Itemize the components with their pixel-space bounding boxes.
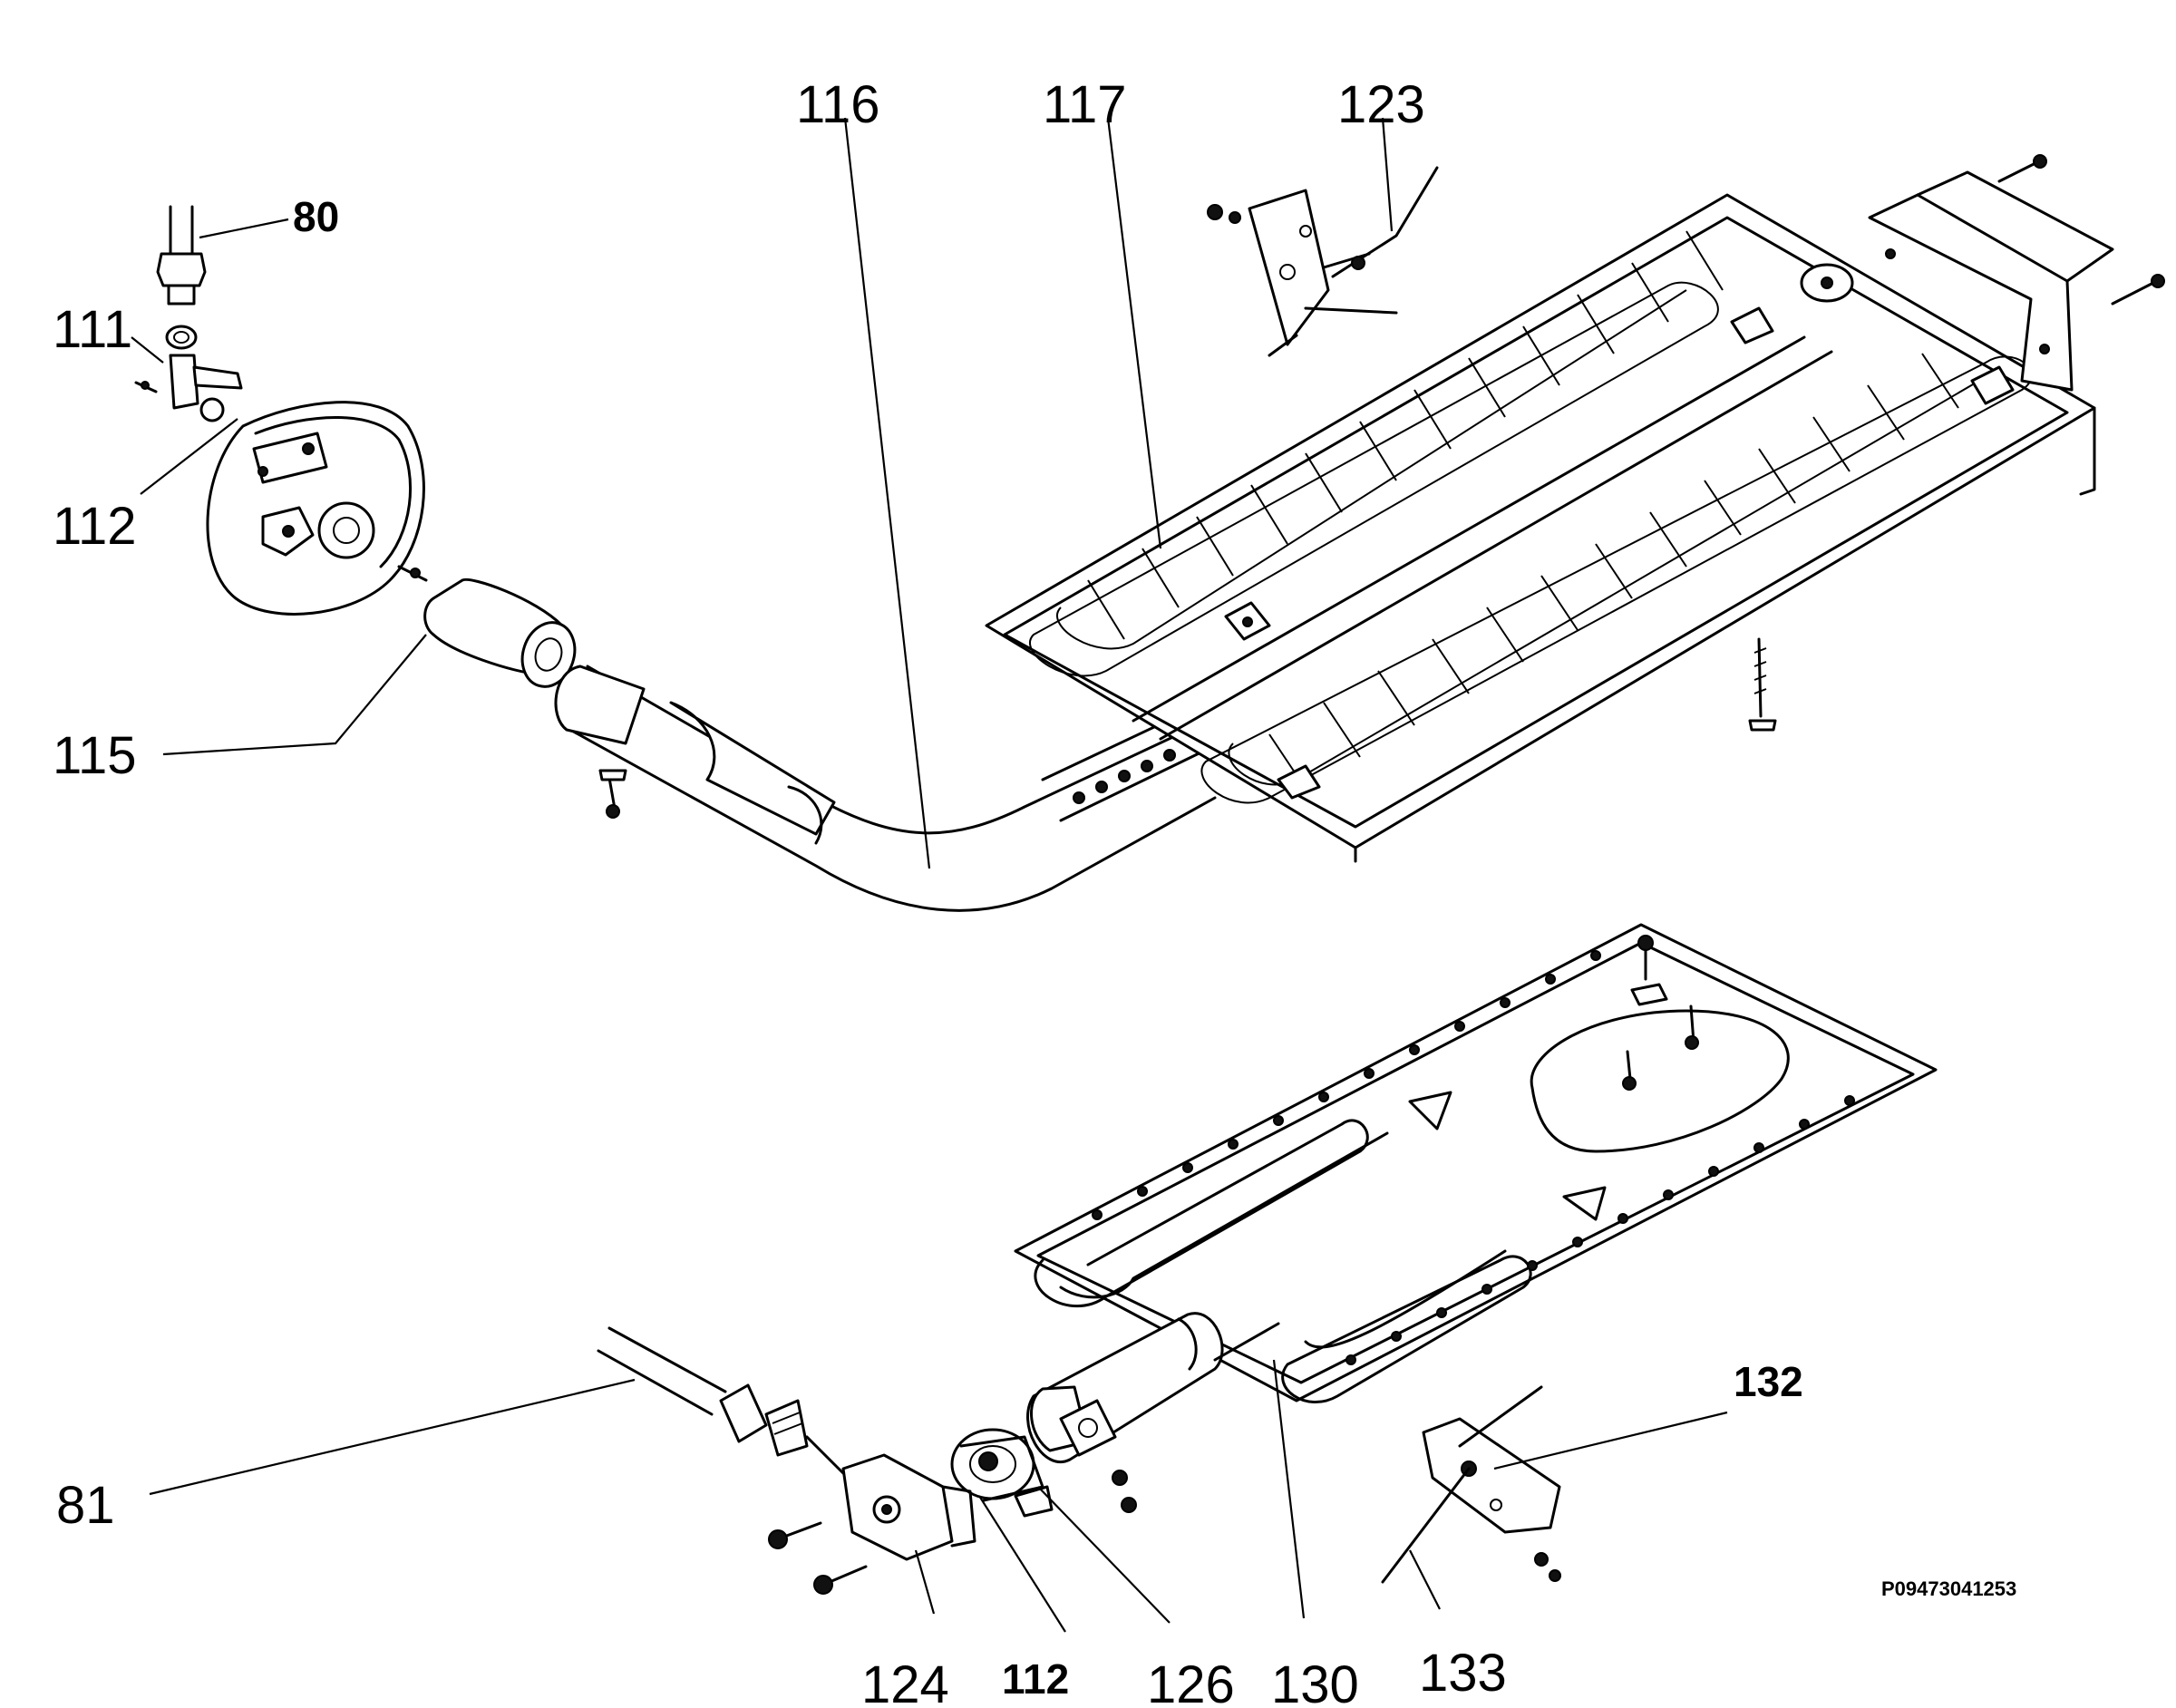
callout-132: 132	[1734, 1358, 1803, 1405]
gas-pipe-80	[156, 205, 207, 306]
callout-126: 126	[1147, 1655, 1235, 1708]
callout-133: 133	[1419, 1644, 1507, 1703]
upper-burner-tube-116	[554, 665, 1221, 912]
injector-tube-115	[423, 577, 577, 688]
callout-124: 124	[861, 1655, 949, 1708]
leader-lines	[131, 117, 1728, 1633]
callout-111: 111	[53, 300, 132, 359]
upper-screws	[598, 637, 1777, 819]
fitting-111	[134, 325, 243, 422]
drawing-code: P09473041253	[1881, 1577, 2016, 1600]
upper-burner-valve-disk	[206, 401, 428, 616]
callout-117: 117	[1043, 75, 1126, 134]
lower-left-screws	[768, 1470, 1137, 1595]
thermocouple-bracket-123	[1207, 166, 1439, 357]
callout-80: 80	[293, 193, 339, 240]
callout-81: 81	[56, 1476, 115, 1535]
bracket-124	[841, 1453, 976, 1561]
gas-pipe-81	[597, 1326, 845, 1475]
callout-123: 123	[1337, 75, 1425, 134]
upper-mounting-bracket	[1800, 154, 2165, 405]
lower-valve-disk-126	[950, 1428, 1054, 1518]
callout-130: 130	[1271, 1655, 1359, 1708]
thermocouple-bracket-132	[1381, 1385, 1561, 1584]
callout-115: 115	[53, 726, 136, 785]
callout-112-upper: 112	[53, 497, 136, 556]
callout-112-lower: 112	[1002, 1655, 1069, 1703]
upper-burner-tray-117	[985, 193, 2096, 863]
lower-burner-cylinder	[1026, 1312, 1280, 1463]
lower-grill-burner-130	[1014, 923, 1938, 1403]
callout-116: 116	[796, 75, 879, 134]
